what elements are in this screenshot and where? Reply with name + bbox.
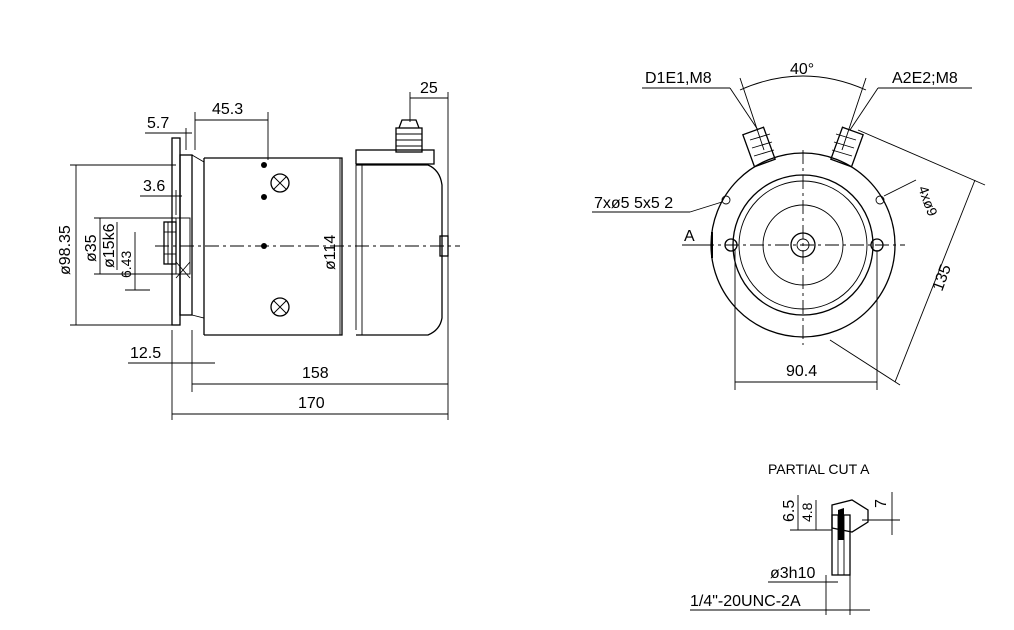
thread-spec: 1/4"-20UNC-2A [690, 593, 801, 610]
angle-40: 40° [790, 61, 814, 78]
holes-label: 7xø5 5x5 2 [594, 195, 673, 212]
dim-4-8: 4.8 [799, 502, 815, 522]
dim-7: 7 [873, 499, 890, 508]
side-dimensions [70, 92, 449, 420]
dim-3-6: 3.6 [143, 178, 165, 195]
dim-90-4: 90.4 [786, 363, 817, 380]
partial-cut-view: PARTIAL CUT A 6.5 4.8 7 ø3h10 1/4"-20UNC… [690, 461, 900, 615]
dim-12-5: 12.5 [130, 345, 161, 362]
dim-dia-15k6: ø15k6 [101, 223, 118, 268]
terminal-right [830, 126, 864, 168]
motor-body [155, 119, 460, 336]
dim-25: 25 [420, 80, 438, 97]
dim-6-5: 6.5 [781, 500, 798, 522]
terminal-left [742, 126, 776, 168]
section-mark-a: A [684, 228, 695, 245]
dim-dia-35: ø35 [83, 234, 100, 262]
side-view: 25 45.3 5.7 3.6 ø98.35 ø35 ø15k6 6.43 ø1… [57, 80, 460, 420]
dim-6-43: 6.43 [118, 251, 134, 278]
front-view: D1E1,M8 A2E2;M8 40° 7xø5 5x5 2 A 4xø9 13… [592, 61, 986, 390]
dim-158: 158 [302, 365, 329, 382]
terminal-right-label: A2E2;M8 [892, 70, 958, 87]
screw-icon [270, 173, 290, 193]
dim-dia-114: ø114 [322, 235, 339, 270]
screw-icon [270, 297, 290, 317]
partial-cut-title: PARTIAL CUT A [768, 461, 870, 477]
dim-170: 170 [298, 395, 325, 412]
dim-dia-98-35: ø98.35 [57, 225, 74, 275]
dim-dia-3h10: ø3h10 [770, 565, 815, 582]
dim-5-7: 5.7 [147, 115, 169, 132]
dim-45-3: 45.3 [212, 101, 243, 118]
terminal-left-label: D1E1,M8 [645, 70, 712, 87]
mounting-flange [163, 137, 205, 326]
dim-4x-dia-9: 4xø9 [915, 184, 941, 219]
dim-135: 135 [930, 262, 955, 293]
